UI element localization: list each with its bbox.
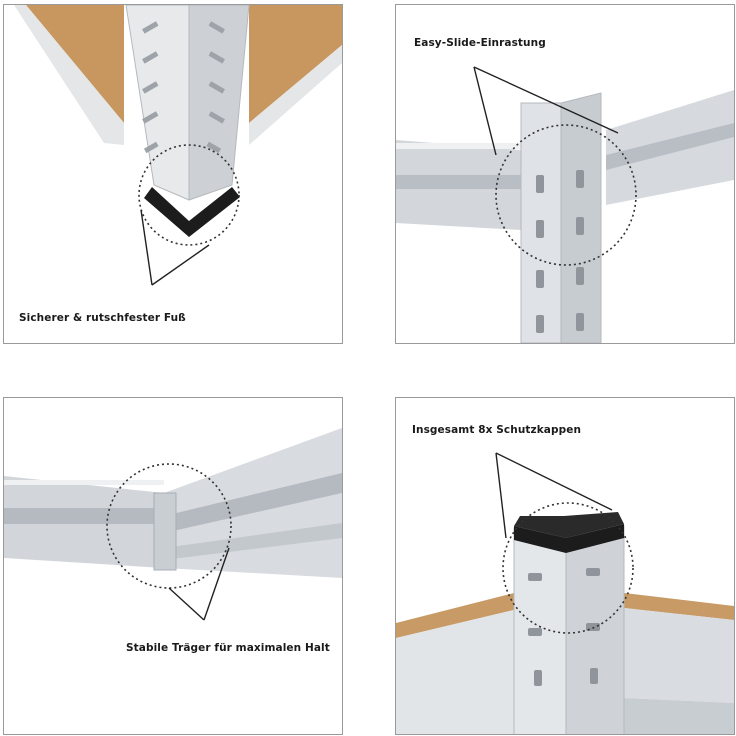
panel-caption: Insgesamt 8x Schutzkappen [412,424,582,436]
panel-cap: Insgesamt 8x Schutzkappen [395,397,735,735]
beam-photo [4,428,342,621]
slide-lock-photo [396,66,734,343]
foot-photo [14,5,342,286]
panel-slide-lock: Easy-Slide-Einrastung [395,4,735,344]
panel-beam: Stabile Träger für maximalen Halt [3,397,343,735]
cap-photo [396,452,734,734]
panel-caption: Stabile Träger für maximalen Halt [126,642,330,654]
panel-foot: Sicherer & rutschfester Fuß [3,4,343,344]
panel-caption: Sicherer & rutschfester Fuß [19,312,186,324]
panel-caption: Easy-Slide-Einrastung [414,37,546,49]
